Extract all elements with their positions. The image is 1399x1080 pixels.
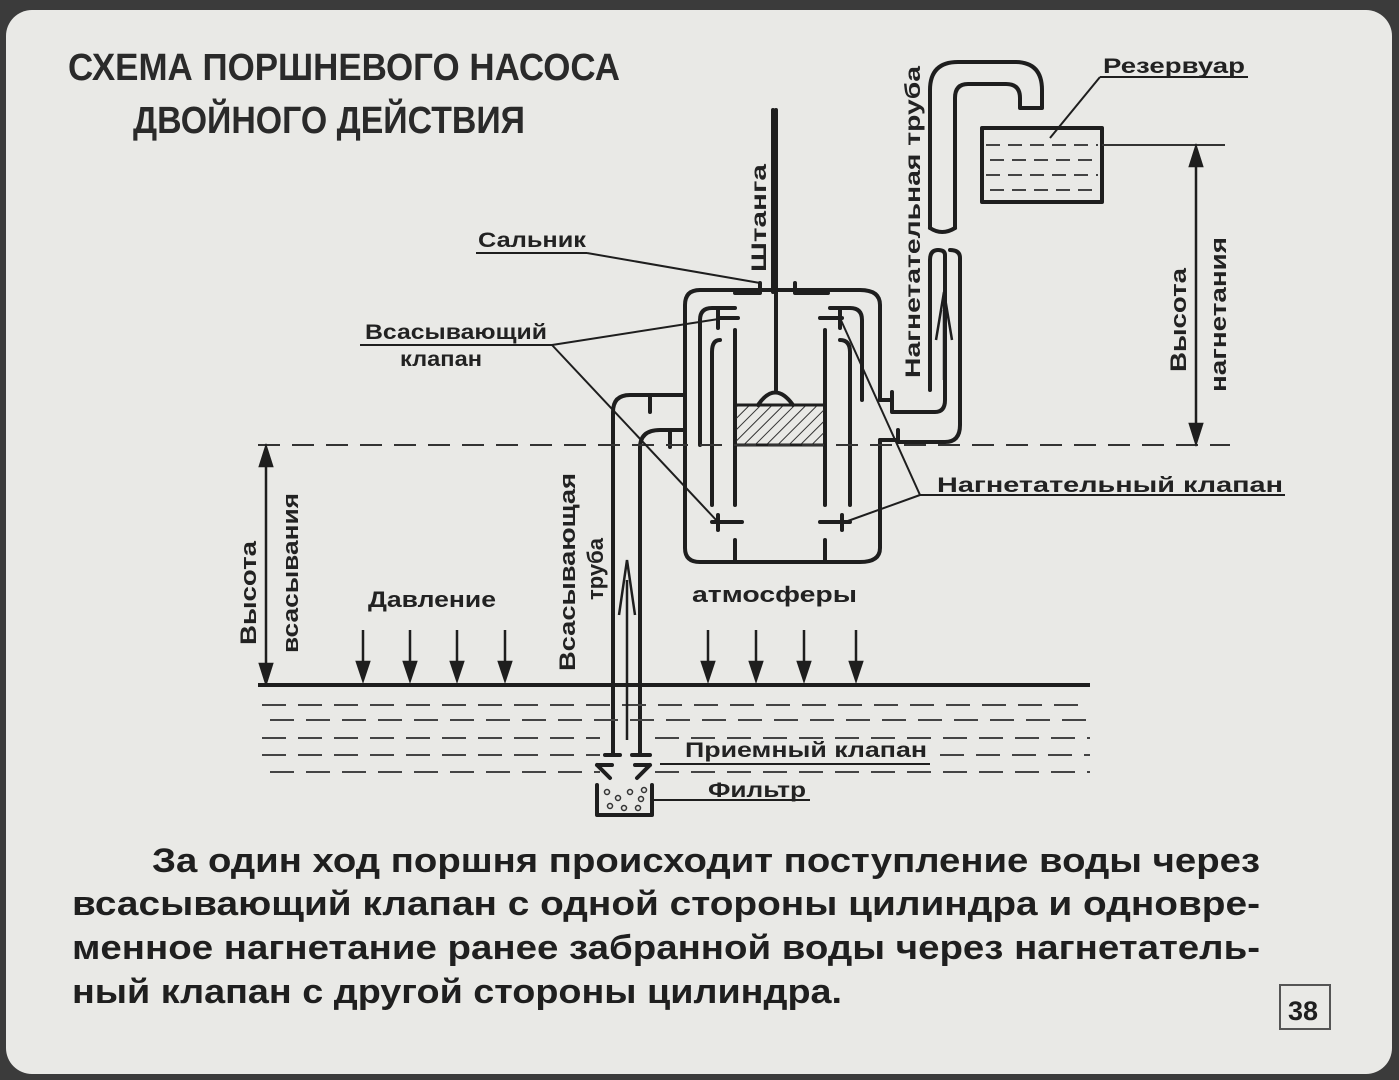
reservoir-water — [986, 144, 1098, 191]
caption-line-2: всасывающий клапан с одной стороны цилин… — [72, 885, 1260, 923]
page-number: 38 — [1288, 996, 1318, 1026]
flow-arrows — [617, 291, 954, 740]
filter-gravel — [603, 786, 648, 812]
caption-line-4: ный клапан с другой стороны цилиндра. — [72, 973, 842, 1011]
rod — [771, 108, 778, 392]
label-suction-pipe-line1: Всасывающая — [555, 473, 580, 671]
discharge-pipe-lower-right — [896, 248, 962, 444]
pressure-arrows — [355, 630, 864, 684]
suction-pipe-left — [611, 393, 687, 757]
label-discharge-pipe: Нагнетательная труба — [902, 66, 925, 378]
pump-bottom-outline — [683, 438, 882, 564]
right-channel — [828, 306, 864, 402]
foot-valve — [595, 763, 652, 780]
label-pressure-1: Давление — [368, 587, 496, 612]
left-channel — [698, 306, 737, 447]
label-suction-height-line1: Высота — [236, 540, 261, 645]
label-discharge-valve: Нагнетательный клапан — [937, 474, 1283, 497]
bottom-valve-stems — [733, 538, 827, 562]
discharge-pipe-cut — [928, 226, 957, 234]
discharge-pipe-lower-left — [890, 248, 947, 414]
piston-joint — [756, 390, 795, 407]
label-discharge-height-line2: нагнетания — [1206, 237, 1231, 392]
caption-line-1: За один ход поршня происходит поступлени… — [152, 842, 1260, 880]
label-suction-valve-line2: клапан — [400, 348, 482, 371]
cylinder-right-wall — [838, 338, 852, 507]
piston — [733, 403, 827, 447]
label-gland: Сальник — [478, 229, 587, 252]
reservoir-tank — [980, 126, 1104, 204]
water-body — [262, 704, 1090, 773]
label-foot-valve: Приемный клапан — [685, 739, 927, 762]
suction-pipe-right — [638, 428, 687, 757]
cylinder-left-wall — [710, 338, 722, 507]
label-suction-valve-line1: Всасывающий — [365, 321, 547, 344]
gland-left — [733, 281, 762, 295]
label-filter: Фильтр — [708, 779, 806, 802]
label-suction-pipe-line2: труба — [583, 537, 608, 600]
pump-top-outline — [683, 288, 882, 447]
height-arrows — [258, 142, 1204, 688]
slide-paper — [6, 10, 1392, 1074]
label-rod: Штанга — [748, 164, 771, 272]
label-reservoir: Резервуар — [1103, 55, 1245, 78]
caption-line-3: менное нагнетание ранее забранной воды ч… — [72, 929, 1260, 967]
title-line-1: СХЕМА ПОРШНЕВОГО НАСОСА — [68, 47, 620, 89]
label-suction-height-line2: всасывания — [278, 493, 303, 653]
label-discharge-height-line1: Высота — [1166, 267, 1191, 372]
page-number-box — [1279, 984, 1331, 1030]
title-line-2: ДВОЙНОГО ДЕЙСТВИЯ — [133, 97, 525, 142]
leader-lines — [360, 76, 1285, 801]
label-pressure-2: атмосферы — [692, 582, 857, 607]
discharge-pipe-upper — [928, 60, 1044, 230]
gland-right — [793, 281, 830, 295]
